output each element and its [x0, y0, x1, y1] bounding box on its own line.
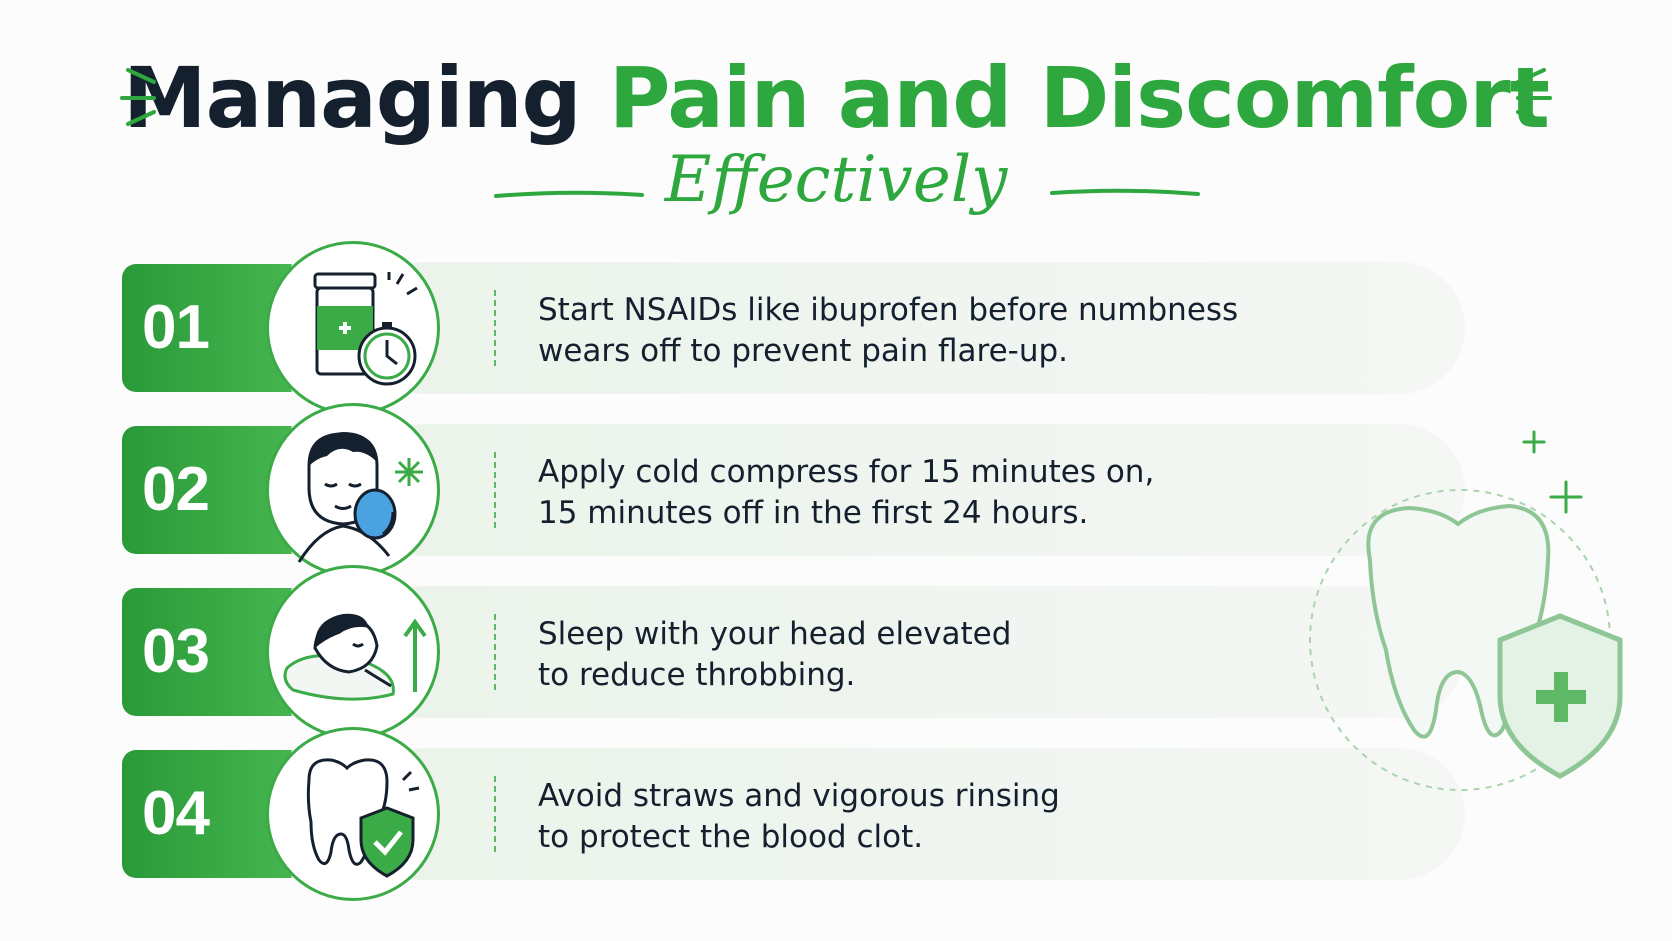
- step-1-background: [360, 262, 1465, 394]
- step-2-text: Apply cold compress for 15 minutes on, 1…: [538, 452, 1358, 534]
- right-burst-icon: [1516, 68, 1552, 126]
- step-row-2: 02 Apply cold compress for 15 minutes on…: [0, 403, 1672, 577]
- step-4-line-1: Avoid straws and vigorous rinsing: [538, 778, 1060, 814]
- cold-compress-face-icon: [297, 432, 423, 563]
- step-1-text: Start NSAIDs like ibuprofen before numbn…: [538, 290, 1358, 372]
- step-4-separator: [494, 776, 496, 852]
- subtitle-left-line: [494, 190, 644, 198]
- step-3-separator: [494, 614, 496, 690]
- title-green-part: Pain and Discomfort: [608, 49, 1550, 147]
- step-2-separator: [494, 452, 496, 528]
- step-3-line-2: to reduce throbbing.: [538, 657, 856, 693]
- step-4-text: Avoid straws and vigorous rinsing to pro…: [538, 776, 1358, 858]
- left-burst-icon: [120, 68, 156, 126]
- step-1-line-2: wears off to prevent pain flare-up.: [538, 333, 1069, 369]
- step-4-number-tab: 04: [122, 750, 292, 878]
- title-dark-part: Managing: [123, 49, 582, 147]
- step-2-background: [360, 424, 1465, 556]
- step-1-icon-circle: [266, 241, 440, 415]
- sleeping-head-elevated-icon: [283, 613, 427, 701]
- subtitle-right-line: [1050, 188, 1200, 196]
- step-4-background: [360, 748, 1465, 880]
- medicine-bottle-with-clock-icon: [313, 272, 418, 386]
- step-2-line-2: 15 minutes off in the first 24 hours.: [538, 495, 1089, 531]
- step-1-separator: [494, 290, 496, 366]
- step-row-1: 01 Start NSAIDs like ibuprofen before nu…: [0, 241, 1672, 415]
- step-3-line-1: Sleep with your head elevated: [538, 616, 1012, 652]
- step-2-line-1: Apply cold compress for 15 minutes on,: [538, 454, 1155, 490]
- step-4-line-2: to protect the blood clot.: [538, 819, 924, 855]
- step-3-icon-circle: [266, 565, 440, 739]
- step-row-3: 03 Sleep with your head elevated to redu…: [0, 565, 1672, 739]
- step-3-number-tab: 03: [122, 588, 292, 716]
- step-1-number: 01: [142, 293, 210, 362]
- step-2-number: 02: [142, 455, 210, 524]
- page-subtitle: Effectively: [664, 143, 1008, 217]
- step-3-number: 03: [142, 617, 210, 686]
- step-3-background: [360, 586, 1465, 718]
- tooth-shield-plus-icon: [1309, 430, 1623, 791]
- step-row-4: 04 Avoid straws and vigorous rinsing to …: [0, 727, 1672, 901]
- step-4-icon-circle: [266, 727, 440, 901]
- step-1-number-tab: 01: [122, 264, 292, 392]
- step-4-number: 04: [142, 779, 210, 848]
- tooth-with-shield-icon: [306, 758, 420, 878]
- step-3-text: Sleep with your head elevated to reduce …: [538, 614, 1358, 696]
- page-title: Managing Pain and Discomfort: [0, 48, 1672, 148]
- step-2-icon-circle: [266, 403, 440, 577]
- step-1-line-1: Start NSAIDs like ibuprofen before numbn…: [538, 292, 1239, 328]
- step-2-number-tab: 02: [122, 426, 292, 554]
